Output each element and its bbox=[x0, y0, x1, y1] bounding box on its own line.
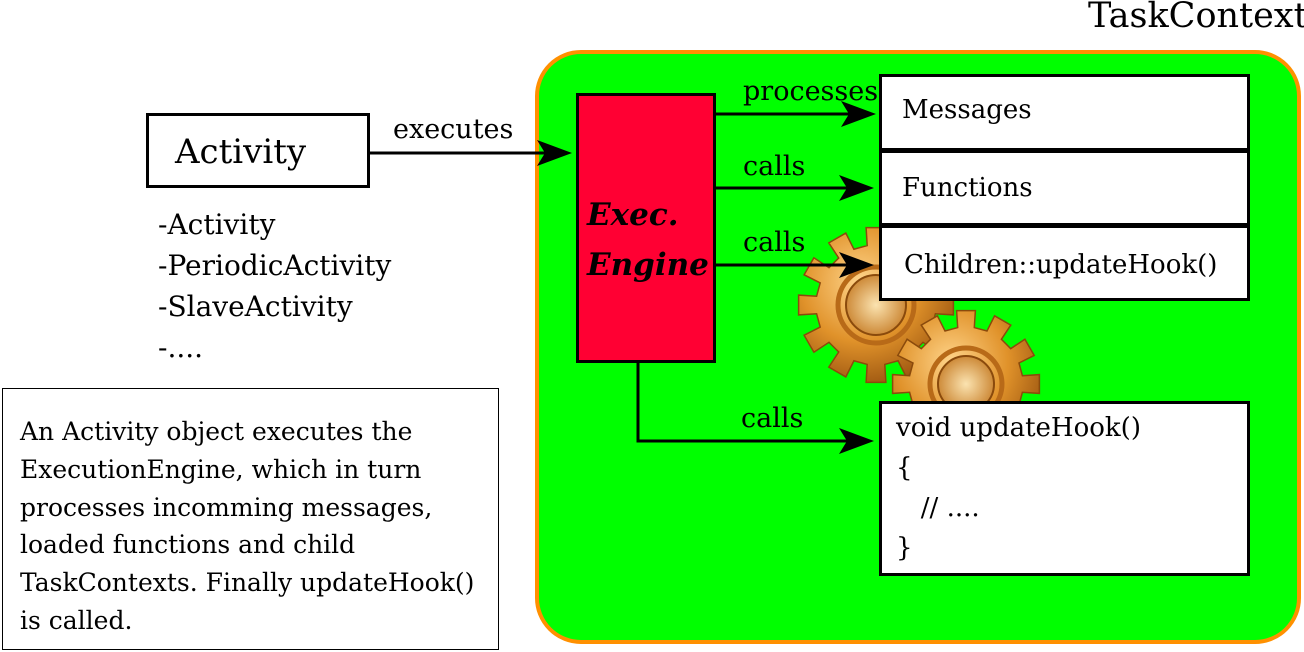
engine-label-line1: Exec. bbox=[587, 197, 679, 233]
code-line: } bbox=[896, 533, 913, 563]
updatehook-code-box: void updateHook() { // .... } bbox=[879, 401, 1250, 576]
code-line: void updateHook() bbox=[896, 413, 1141, 443]
activity-label: Activity bbox=[175, 132, 307, 172]
arrowhead bbox=[839, 175, 874, 201]
functions-box: Functions bbox=[879, 150, 1250, 226]
code-line: { bbox=[896, 453, 913, 483]
activity-box: Activity bbox=[146, 113, 370, 188]
calls-hook-label: calls bbox=[741, 403, 804, 434]
arrowhead bbox=[537, 140, 572, 166]
arrowhead bbox=[841, 101, 876, 127]
calls-children-label: calls bbox=[743, 227, 806, 258]
children-updatehook-box: Children::updateHook() bbox=[879, 225, 1250, 301]
activity-type-item: -PeriodicActivity bbox=[158, 249, 392, 282]
processes-label: processes bbox=[743, 76, 879, 107]
description-note: An Activity object executes the Executio… bbox=[2, 388, 499, 650]
activity-types-list: -Activity -PeriodicActivity -SlaveActivi… bbox=[158, 204, 391, 368]
note-line: ExecutionEngine, which in turn bbox=[20, 454, 422, 484]
note-line: TaskContexts. Finally updateHook() bbox=[20, 568, 475, 598]
executes-label: executes bbox=[393, 114, 514, 145]
taskcontext-title: TaskContext bbox=[1088, 0, 1304, 36]
activity-type-item: -Activity bbox=[158, 208, 276, 241]
gear-ring bbox=[835, 264, 917, 346]
note-line: An Activity object executes the bbox=[20, 417, 413, 446]
note-line: loaded functions and child bbox=[20, 530, 356, 560]
arrowhead bbox=[839, 252, 874, 278]
note-line: processes incomming messages, bbox=[20, 492, 433, 522]
note-line: is called. bbox=[20, 605, 133, 635]
messages-box: Messages bbox=[879, 74, 1250, 151]
engine-label-line2: Engine bbox=[587, 247, 709, 283]
activity-type-item: -.... bbox=[158, 331, 204, 364]
arrow-calls-hook bbox=[636, 363, 848, 443]
arrowhead bbox=[839, 428, 874, 454]
execution-engine-box: Exec. Engine bbox=[576, 93, 716, 363]
calls-functions-label: calls bbox=[743, 151, 806, 182]
activity-type-item: -SlaveActivity bbox=[158, 290, 353, 323]
code-line: // .... bbox=[896, 493, 980, 523]
